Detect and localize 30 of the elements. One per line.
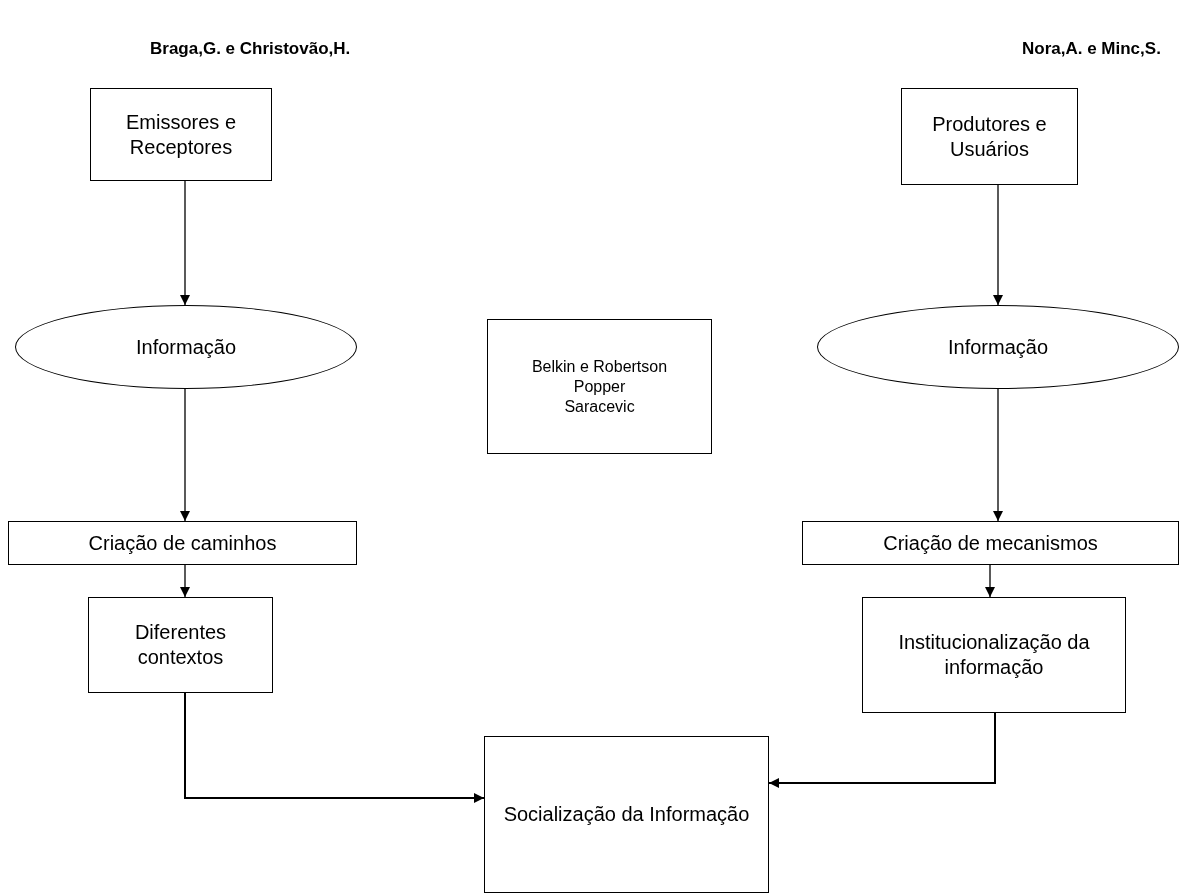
- node-text: Saracevic: [564, 396, 635, 417]
- process-box: [484, 736, 769, 893]
- node-text: Institucionalização da informação: [897, 630, 1091, 680]
- node-text: Popper: [573, 376, 626, 397]
- arrow: [184, 692, 485, 803]
- process-box: [901, 88, 1078, 185]
- process-box: [487, 319, 712, 454]
- process-box: [88, 597, 273, 693]
- node-text: Criação de mecanismos: [883, 530, 1098, 556]
- arrow: [180, 388, 190, 522]
- arrow: [768, 712, 996, 788]
- node-text: Socialização da Informação: [503, 802, 750, 827]
- arrow: [985, 564, 995, 598]
- node-text: Produtores e Usuários: [931, 111, 1048, 162]
- author-heading: Braga,G. e Christovão,H.: [150, 38, 351, 60]
- node-text: Informação: [135, 334, 237, 360]
- node-text: Belkin e Robertson: [531, 356, 668, 377]
- node-text: Criação de caminhos: [88, 530, 277, 556]
- arrow: [993, 184, 1003, 306]
- node-text: Informação: [947, 334, 1049, 360]
- arrow: [993, 388, 1003, 522]
- process-box: [8, 521, 357, 565]
- process-box: [802, 521, 1179, 565]
- process-box: [90, 88, 272, 181]
- arrow: [180, 564, 190, 598]
- author-heading: Nora,A. e Minc,S.: [1022, 38, 1161, 60]
- process-box: [862, 597, 1126, 713]
- node-text: Diferentes contextos: [133, 620, 228, 670]
- arrow: [180, 180, 190, 306]
- node-text: Emissores e Receptores: [125, 109, 237, 160]
